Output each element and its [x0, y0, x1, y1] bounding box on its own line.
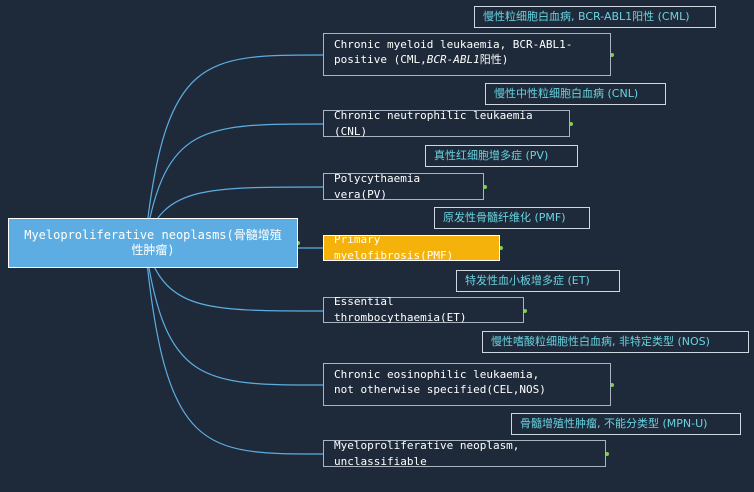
branch-1-cn-tag[interactable]: 慢性粒细胞白血病, BCR-ABL1阳性 (CML)	[474, 6, 716, 28]
branch-6-cn-tag[interactable]: 慢性嗜酸粒细胞性白血病, 非特定类型 (NOS)	[482, 331, 749, 353]
root-topic-label: Myeloproliferative neoplasms(骨髓增殖性肿瘤)	[24, 228, 282, 257]
branch-6-label: Chronic eosinophilic leukaemia, not othe…	[334, 368, 546, 396]
branch-4-cn-label: 原发性骨髓纤维化 (PMF)	[443, 211, 566, 224]
branch-6-node[interactable]: Chronic eosinophilic leukaemia, not othe…	[323, 363, 611, 406]
connector-6	[144, 242, 324, 386]
branch-3-label: Polycythaemia vera(PV)	[334, 171, 421, 201]
branch-5-cn-tag[interactable]: 特发性血小板增多症 (ET)	[456, 270, 620, 292]
branch-3-cn-label: 真性红细胞增多症 (PV)	[434, 149, 549, 162]
branch-4-node[interactable]: Primary myelofibrosis(PMF)	[323, 233, 500, 262]
branch-1-node[interactable]: Chronic myeloid leukaemia, BCR-ABL1-posi…	[323, 33, 611, 76]
branch-5-label: Essential thrombocythaemia(ET)	[334, 295, 467, 324]
branch-4-cn-tag[interactable]: 原发性骨髓纤维化 (PMF)	[434, 207, 590, 229]
branch-1-cn-label: 慢性粒细胞白血病, BCR-ABL1阳性 (CML)	[483, 10, 690, 23]
branch-7-node[interactable]: Myeloproliferative neoplasm, unclassifia…	[323, 438, 606, 468]
branch-2-cn-label: 慢性中性粒细胞白血病 (CNL)	[494, 87, 639, 100]
branch-7-label: Myeloproliferative neoplasm, unclassifia…	[334, 438, 520, 468]
branch-4-label: Primary myelofibrosis(PMF)	[334, 233, 454, 262]
branch-2-node[interactable]: Chronic neutrophilic leukaemia (CNL)	[323, 108, 570, 138]
branch-5-cn-label: 特发性血小板增多症 (ET)	[465, 274, 590, 287]
branch-6-cn-label: 慢性嗜酸粒细胞性白血病, 非特定类型 (NOS)	[491, 335, 710, 348]
connector-7	[144, 242, 324, 455]
branch-2-cn-tag[interactable]: 慢性中性粒细胞白血病 (CNL)	[485, 83, 666, 105]
branch-6-handle-dot	[610, 383, 614, 387]
connector-2	[144, 123, 324, 244]
root-topic[interactable]: Myeloproliferative neoplasms(骨髓增殖性肿瘤)	[8, 218, 298, 268]
branch-2-handle-dot	[569, 122, 573, 126]
branch-7-cn-tag[interactable]: 骨髓增殖性肿瘤, 不能分类型 (MPN-U)	[511, 413, 741, 435]
branch-1-handle-dot	[610, 53, 614, 57]
branch-1-label: Chronic myeloid leukaemia, BCR-ABL1-posi…	[334, 38, 573, 66]
branch-5-node[interactable]: Essential thrombocythaemia(ET)	[323, 295, 524, 324]
branch-7-cn-label: 骨髓增殖性肿瘤, 不能分类型 (MPN-U)	[520, 417, 708, 430]
branch-2-label: Chronic neutrophilic leukaemia (CNL)	[334, 108, 533, 138]
branch-3-handle-dot	[483, 185, 487, 189]
branch-3-node[interactable]: Polycythaemia vera(PV)	[323, 171, 484, 201]
branch-4-handle-dot	[499, 246, 503, 250]
branch-3-cn-tag[interactable]: 真性红细胞增多症 (PV)	[425, 145, 578, 167]
branch-5-handle-dot	[523, 309, 527, 313]
connector-1	[144, 54, 324, 244]
branch-7-handle-dot	[605, 452, 609, 456]
